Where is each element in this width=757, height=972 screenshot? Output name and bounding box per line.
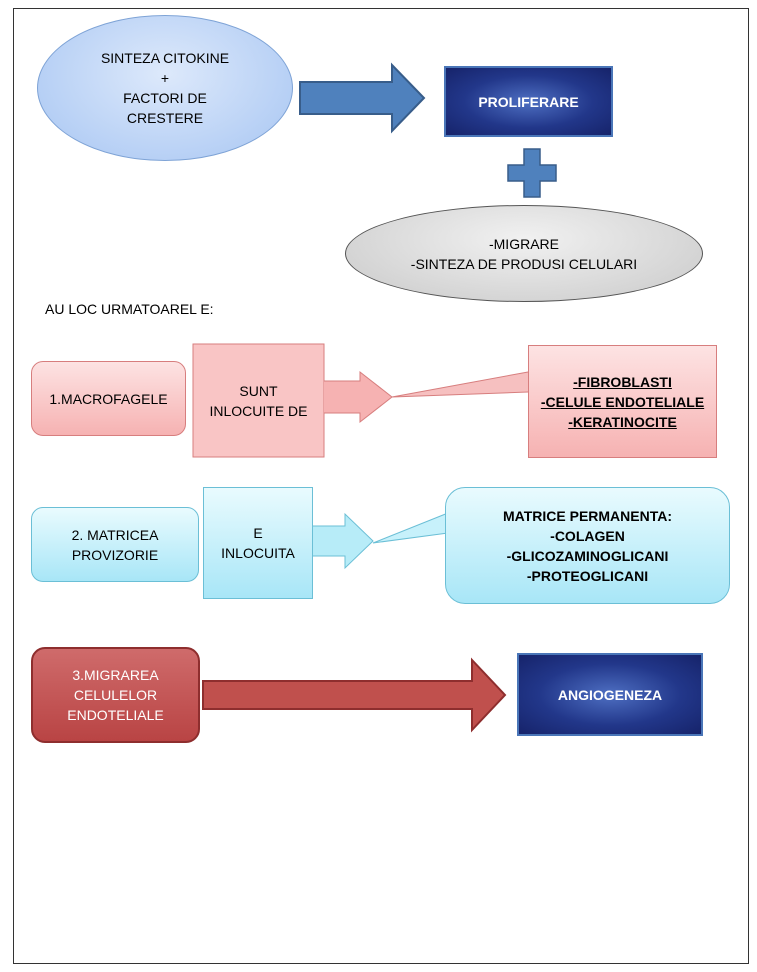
row1-callout: -FIBROBLASTI -CELULE ENDOTELIALE -KERATI… [528, 345, 717, 458]
page-frame [13, 8, 749, 964]
row2-arrow-line: INLOCUITA [221, 545, 295, 561]
row3-arrow [202, 657, 507, 733]
callout-item: -GLICOZAMINOGLICANI [506, 547, 669, 564]
matricea-provizorie-box: 2. MATRICEA PROVIZORIE [31, 507, 199, 582]
plus-icon [507, 148, 557, 198]
row3-label-line: ENDOTELIALE [67, 707, 164, 723]
callout-item: -KERATINOCITE [568, 413, 677, 430]
row1-arrow-line: SUNT [239, 382, 278, 399]
arrow-to-proliferare [299, 62, 426, 134]
grey-line: -MIGRARE [488, 235, 559, 252]
row2-arrow-head [313, 512, 374, 570]
migrarea-celulelor-box: 3.MIGRAREA CELULELOR ENDOTELIALE [31, 647, 200, 743]
row1-arrow-shape [192, 343, 325, 458]
row1-callout-pointer [391, 371, 529, 398]
row1-arrow-text: SUNT INLOCUITE DE [193, 344, 324, 457]
proliferare-label: PROLIFERARE [478, 93, 579, 110]
macrofagele-label: 1.MACROFAGELE [49, 390, 168, 407]
migrare-ellipse: -MIGRARE -SINTEZA DE PRODUSI CELULARI [345, 205, 703, 302]
au-loc-label: AU LOC URMATOAREL E: [45, 301, 214, 317]
callout-item: -CELULE ENDOTELIALE [540, 393, 705, 410]
row1-arrow-head [324, 370, 393, 424]
proliferare-box: PROLIFERARE [444, 66, 613, 137]
citokine-ellipse: SINTEZA CITOKINE + FACTORI DE CRESTERE [37, 15, 293, 161]
row3-label-line: 3.MIGRAREA [72, 667, 159, 683]
row2-label-line: 2. MATRICEA [71, 526, 159, 543]
macrofagele-box: 1.MACROFAGELE [31, 361, 186, 436]
angiogeneza-label: ANGIOGENEZA [557, 686, 663, 703]
row2-arrow-box: E INLOCUITA [203, 487, 313, 599]
angiogeneza-box: ANGIOGENEZA [517, 653, 703, 736]
ellipse-line: FACTORI DE [123, 90, 207, 106]
row2-callout: MATRICE PERMANENTA: -COLAGEN -GLICOZAMIN… [445, 487, 730, 604]
ellipse-line: CRESTERE [126, 110, 204, 126]
row1-arrow-line: INLOCUITE DE [209, 402, 308, 419]
au-loc-text: AU LOC URMATOAREL E: [45, 301, 214, 317]
ellipse-line: + [160, 70, 170, 86]
ellipse-line: SINTEZA CITOKINE [100, 50, 230, 66]
grey-line: -SINTEZA DE PRODUSI CELULARI [410, 255, 638, 272]
row3-label-line: CELULELOR [73, 687, 158, 703]
callout-item: MATRICE PERMANENTA: [502, 507, 673, 524]
callout-item: -COLAGEN [550, 527, 625, 544]
row2-arrow-line: E [253, 525, 263, 541]
callout-item: -FIBROBLASTI [573, 373, 672, 390]
callout-item: -PROTEOGLICANI [526, 567, 649, 584]
row2-callout-pointer [372, 512, 449, 544]
row2-label-line: PROVIZORIE [71, 546, 159, 563]
